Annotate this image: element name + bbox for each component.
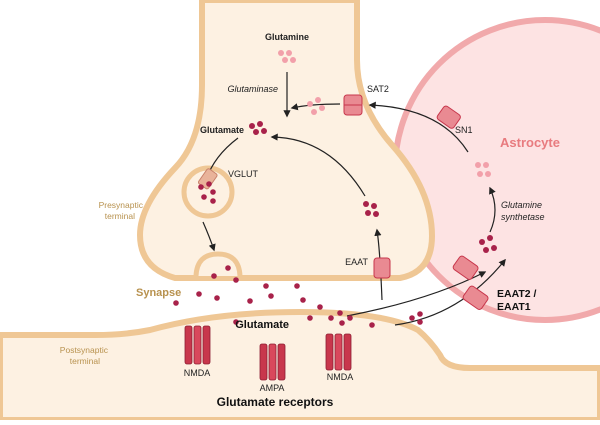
arrow-release (202, 221, 216, 252)
label-presynaptic-2: terminal (105, 211, 135, 221)
glutamate-molecules-vesicle (198, 181, 216, 204)
docking-vesicle (193, 251, 243, 277)
sat2-transporter (343, 94, 363, 116)
astrocyte-cell (392, 17, 600, 323)
label-postsynaptic-1: Postsynaptic (60, 345, 109, 355)
label-nmda-left: NMDA (184, 368, 211, 378)
label-ampa: AMPA (260, 383, 285, 393)
label-presynaptic-1: Presynaptic (99, 200, 144, 210)
glutamate-molecules-cleft (173, 265, 423, 328)
label-glutamate-presynaptic: Glutamate (200, 125, 244, 135)
label-postsynaptic-2: terminal (70, 356, 100, 366)
nmda-receptor-right (325, 333, 352, 371)
label-glutaminase: Glutaminase (227, 84, 278, 94)
label-eaat2-2: EAAT1 (497, 301, 531, 313)
label-glutamine-top: Glutamine (265, 32, 309, 42)
glutamine-molecules-top (278, 50, 296, 63)
eaat2-transporter-2 (462, 285, 489, 310)
glutamate-molecules-eaat (363, 201, 379, 217)
label-sn1: SN1 (455, 125, 473, 135)
eaat-transporter (373, 257, 391, 279)
glutamine-molecules-astrocyte (475, 162, 491, 177)
eaat2-transporter-1 (452, 255, 479, 280)
label-astrocyte: Astrocyte (500, 135, 560, 150)
postsynaptic-terminal (0, 308, 600, 423)
label-glutamine-synthetase-1: Glutamine (501, 200, 542, 210)
glutamine-molecules-sat2 (307, 97, 325, 115)
label-glutamine-synthetase-2: synthetase (501, 212, 545, 222)
label-eaat: EAAT (345, 257, 368, 267)
label-glutamate-receptors: Glutamate receptors (217, 395, 334, 409)
arrow-glutamine-synthetase (489, 186, 496, 233)
label-vglut: VGLUT (228, 169, 259, 179)
arrow-cleft-to-astrocyte-2 (394, 258, 506, 326)
nmda-receptor-left (184, 325, 211, 365)
label-glutamate-cleft: Glutamate (235, 319, 289, 331)
glutamate-molecules-presynaptic (249, 121, 267, 135)
arrow-presynaptic-recycle (270, 133, 366, 197)
label-synapse: Synapse (136, 287, 181, 299)
glutamate-molecules-astrocyte (479, 235, 497, 253)
sn1-transporter (436, 105, 461, 129)
label-nmda-right: NMDA (327, 372, 354, 382)
arrow-glutamine-import (290, 103, 341, 111)
arrow-glutamine-export (368, 101, 469, 153)
synaptic-vesicle (181, 165, 235, 219)
ampa-receptor (259, 343, 286, 381)
label-eaat2-1: EAAT2 / (497, 288, 537, 300)
label-sat2: SAT2 (367, 84, 389, 94)
